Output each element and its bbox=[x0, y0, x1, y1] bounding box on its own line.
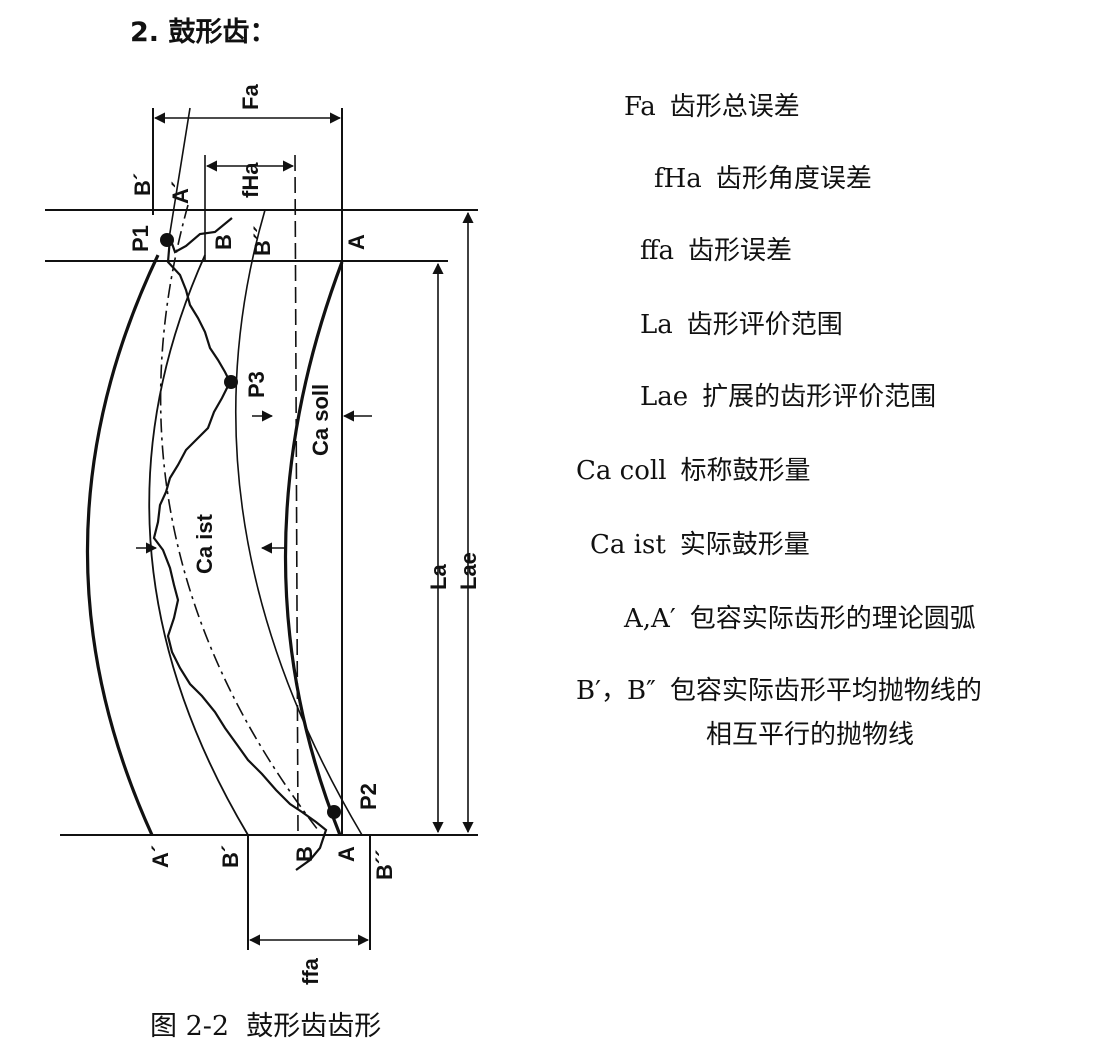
legend-symbol: ffa bbox=[640, 236, 674, 266]
label-a-top: A bbox=[344, 234, 369, 250]
legend-item-fa: Fa 齿形总误差 bbox=[624, 86, 800, 123]
actual-tooth-profile bbox=[152, 217, 328, 871]
legend-description: 包容实际齿形平均抛物线的 bbox=[669, 676, 982, 706]
legend-item-lae: Lae 扩展的齿形评价范围 bbox=[640, 376, 936, 413]
legend-item-la: La 齿形评价范围 bbox=[640, 304, 843, 341]
label-p3: P3 bbox=[244, 371, 269, 398]
legend-description: 齿形误差 bbox=[687, 236, 792, 266]
label-b-prime-bottom: B´ bbox=[218, 845, 243, 868]
legend-symbol: Fa bbox=[624, 92, 656, 122]
legend-description: 齿形角度误差 bbox=[715, 164, 872, 194]
legend-continuation: 相互平行的抛物线 bbox=[706, 720, 915, 750]
label-fha: fHa bbox=[238, 162, 263, 198]
legend-symbol: Ca coll bbox=[576, 456, 667, 486]
point-p2 bbox=[327, 805, 341, 819]
legend-item-ca-ist: Ca ist 实际鼓形量 bbox=[590, 524, 810, 561]
arc-b-double-prime bbox=[235, 209, 363, 836]
label-b-double-prime-top: B´´ bbox=[250, 225, 275, 256]
label-a-bottom: A bbox=[334, 846, 359, 862]
legend-description: 齿形评价范围 bbox=[686, 310, 843, 340]
label-ca-ist: Ca ist bbox=[192, 513, 217, 574]
legend-description: 标称鼓形量 bbox=[680, 456, 811, 486]
label-b-bottom: B bbox=[292, 846, 317, 862]
inclined-line-a-prime bbox=[167, 107, 191, 246]
crowned-tooth-profile-diagram: Fa fHa B´ A´ P1 B B´´ A P3 Ca soll Ca is… bbox=[45, 84, 481, 985]
point-p3 bbox=[224, 375, 238, 389]
label-ca-soll: Ca soll bbox=[308, 384, 333, 456]
legend-description: 包容实际齿形的理论圆弧 bbox=[689, 604, 976, 634]
legend-item-b-prime-b-double-prime: B′，B″ 包容实际齿形平均抛物线的 bbox=[576, 670, 982, 707]
label-a-prime-top: A´ bbox=[168, 181, 193, 204]
legend-symbol: Lae bbox=[640, 382, 689, 412]
legend-symbol: La bbox=[640, 310, 673, 340]
point-p1 bbox=[160, 233, 174, 247]
vertical-line-b-dash bbox=[294, 154, 299, 836]
legend-symbol: fHa bbox=[654, 164, 702, 194]
label-b-double-prime-bottom: B´´ bbox=[372, 849, 397, 880]
mean-profile-dash-dot bbox=[159, 204, 319, 831]
label-fa: Fa bbox=[238, 84, 263, 110]
legend-symbol: Ca ist bbox=[590, 530, 666, 560]
arc-a-prime bbox=[85, 254, 160, 836]
legend-symbol: B′，B″ bbox=[576, 676, 656, 706]
legend-item-ffa: ffa 齿形误差 bbox=[640, 230, 792, 267]
label-ffa: ffa bbox=[298, 957, 323, 985]
label-p2: P2 bbox=[356, 783, 381, 810]
label-a-prime-bottom: A´ bbox=[148, 845, 173, 868]
figure-caption: 图 2-2 鼓形齿齿形 bbox=[150, 1011, 382, 1042]
section-heading: 2. 鼓形齿： bbox=[130, 17, 277, 48]
label-b-top: B bbox=[211, 234, 236, 250]
legend-item-a-a-prime: A,A′ 包容实际齿形的理论圆弧 bbox=[624, 598, 976, 635]
label-b-prime-top: B´ bbox=[130, 173, 155, 196]
label-lae: Lae bbox=[456, 552, 481, 590]
legend-item-ca-coll: Ca coll 标称鼓形量 bbox=[576, 450, 811, 487]
legend-item-fha: fHa 齿形角度误差 bbox=[654, 158, 872, 195]
legend-symbol: A,A′ bbox=[624, 604, 676, 634]
label-la: La bbox=[426, 564, 451, 590]
label-p1: P1 bbox=[128, 225, 153, 252]
arc-a bbox=[283, 261, 344, 836]
legend-description: 扩展的齿形评价范围 bbox=[702, 382, 937, 412]
legend-description: 实际鼓形量 bbox=[679, 530, 810, 560]
legend-description: 齿形总误差 bbox=[669, 92, 800, 122]
